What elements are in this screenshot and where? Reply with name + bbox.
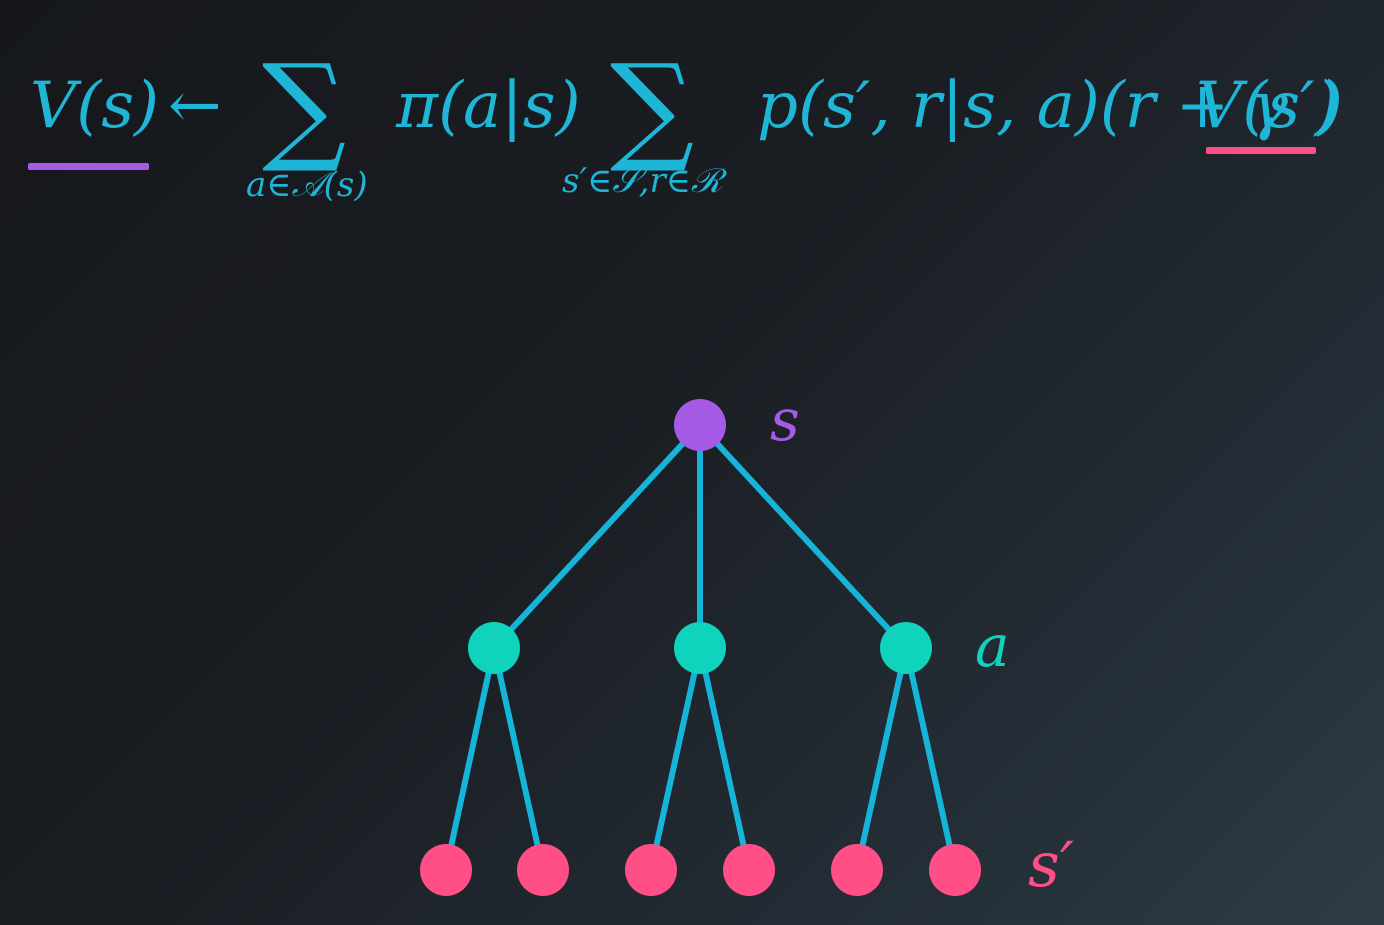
edge-a3-s5 [854,645,909,873]
next-state-node-5 [831,844,883,896]
edge-a3-s6 [903,645,958,873]
policy-term: π(a|s) [396,69,581,143]
next-value-underline [1206,147,1316,154]
next-state-node-6 [929,844,981,896]
next-state-label: s′ [1028,828,1074,901]
value-lhs: V(s) [30,69,159,143]
edge-a2-s4 [697,645,752,873]
next-state-node-1 [420,844,472,896]
edge-root-a3 [697,422,909,651]
sum-next-states-subscript: s′∈𝒮,r∈ℛ [562,161,723,201]
lhs-underline [28,163,149,170]
closing-paren: ) [1318,69,1343,143]
sum-actions-subscript: a∈𝒜(s) [246,165,368,205]
next-state-node-3 [625,844,677,896]
transition-term: p(s′, r|s, a)(r + γ [757,69,1288,143]
tree-edges [443,422,958,873]
edge-a1-s2 [491,645,546,873]
next-state-node-4 [723,844,775,896]
root-state-label: s [770,386,800,454]
action-node-1 [468,622,520,674]
root-state-node [674,399,726,451]
next-value-term: V(s′) [1196,69,1340,143]
action-label: a [975,612,1010,680]
edge-a1-s1 [443,645,497,873]
assignment-arrow: ← [168,69,222,143]
edge-a2-s3 [648,645,703,873]
next-state-node-2 [517,844,569,896]
action-node-2 [674,622,726,674]
edge-root-a1 [491,422,703,651]
sum-over-actions: ∑ [262,38,347,176]
sum-over-next-states: ∑ [610,38,695,176]
action-node-3 [880,622,932,674]
